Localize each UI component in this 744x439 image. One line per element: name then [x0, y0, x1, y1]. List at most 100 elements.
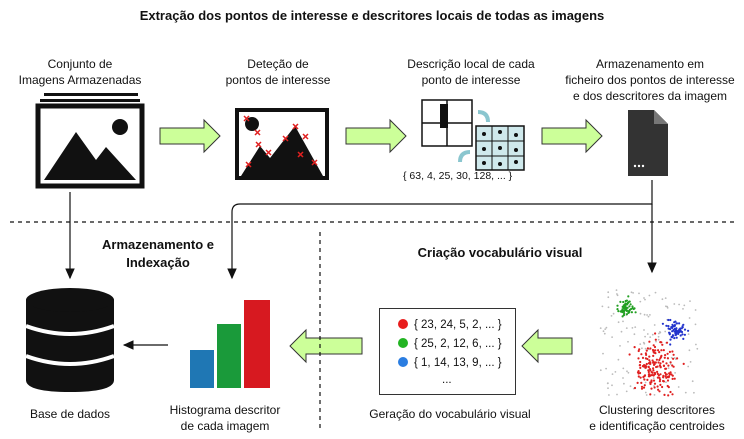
- scatter-point: [674, 372, 676, 374]
- connector-file-to-histogram: [227, 180, 653, 280]
- scatter-point: [615, 289, 618, 291]
- scatter-point: [605, 367, 607, 370]
- scatter-point: [654, 291, 657, 294]
- scatter-point: [666, 357, 670, 360]
- scatter-point: [643, 329, 645, 331]
- scatter-point: [677, 329, 680, 332]
- scatter-point: [602, 330, 605, 333]
- scatter-point: [696, 347, 699, 350]
- green-dot-icon: [398, 338, 408, 348]
- label-histogram: Histograma descritor de cada imagem: [169, 403, 281, 433]
- scatter-point: [650, 387, 653, 390]
- scatter-point: [652, 379, 656, 382]
- scatter-point: [667, 325, 670, 328]
- scatter-point: [622, 320, 624, 323]
- scatter-point: [627, 340, 629, 343]
- scatter-point: [689, 300, 691, 302]
- vocabulary-list: { 23, 24, 5, 2, ... } { 25, 2, 12, 6, ..…: [379, 308, 516, 395]
- scatter-point: [622, 367, 625, 370]
- scatter-point: [647, 365, 650, 368]
- scatter-point: [669, 343, 672, 346]
- scatter-point: [656, 365, 659, 368]
- scatter-point: [669, 363, 672, 365]
- scatter-point: [664, 354, 667, 357]
- scatter-point: [647, 370, 650, 374]
- scatter-point: [659, 383, 662, 386]
- scatter-point: [644, 391, 647, 394]
- scatter-point: [682, 308, 684, 310]
- scatter-point: [626, 306, 629, 309]
- scatter-point: [661, 360, 665, 363]
- scatter-point: [644, 298, 646, 301]
- scatter-point: [665, 305, 667, 308]
- scatter-point: [647, 375, 651, 378]
- scatter-point: [611, 384, 613, 387]
- scatter-point: [668, 331, 671, 334]
- scatter-point: [624, 304, 627, 307]
- scatter-point: [625, 309, 628, 312]
- scatter-point: [631, 305, 634, 308]
- scatter-point: [659, 362, 662, 365]
- scatter-point: [679, 329, 682, 332]
- scatter-point: [656, 370, 659, 373]
- scatter-point: [652, 367, 655, 370]
- scatter-point: [659, 373, 662, 376]
- scatter-point: [648, 368, 652, 371]
- flow-arrow-1: [159, 118, 221, 154]
- scatter-point: [683, 304, 686, 307]
- scatter-point: [657, 388, 660, 391]
- scatter-point: [673, 377, 676, 380]
- scatter-point: [623, 382, 625, 385]
- scatter-point: [630, 291, 633, 294]
- scatter-point: [643, 378, 646, 381]
- scatter-point: [672, 353, 675, 356]
- scatter-point: [664, 371, 667, 374]
- scatter-point: [661, 298, 664, 301]
- scatter-point: [693, 391, 695, 394]
- scatter-point: [657, 349, 660, 352]
- descriptor-vector: { 63, 4, 25, 30, 128, ... }: [403, 170, 513, 182]
- scatter-point: [634, 326, 637, 328]
- scatter-point: [660, 341, 663, 344]
- scatter-point: [689, 361, 692, 363]
- scatter-point: [665, 381, 667, 384]
- vocab-entry-blue: { 1, 14, 13, 9, ... }: [398, 357, 502, 369]
- scatter-point: [667, 318, 670, 322]
- scatter-point: [687, 329, 690, 332]
- scatter-point: [675, 322, 679, 325]
- scatter-point: [667, 375, 671, 378]
- scatter-point: [688, 349, 691, 352]
- scatter-point: [684, 391, 687, 394]
- vocab-ellipsis: ...: [442, 374, 452, 386]
- scatter-point: [616, 304, 619, 307]
- scatter-point: [631, 327, 634, 329]
- scatter-point: [653, 324, 656, 326]
- scatter-point: [657, 374, 661, 377]
- scatter-point: [638, 364, 641, 367]
- scatter-point: [657, 335, 660, 338]
- vocab-entry-red: { 23, 24, 5, 2, ... }: [398, 319, 502, 331]
- scatter-point: [639, 343, 642, 345]
- scatter-point: [646, 347, 650, 350]
- flow-arrow-2: [345, 118, 407, 154]
- scatter-point: [617, 358, 620, 361]
- histogram-icon: [190, 300, 270, 388]
- scatter-point: [658, 380, 662, 383]
- scatter-point: [671, 336, 674, 339]
- scatter-point: [638, 292, 640, 295]
- vocab-entry-text: { 1, 14, 13, 9, ... }: [414, 357, 502, 369]
- scatter-point: [630, 311, 634, 314]
- scatter-point: [622, 300, 625, 304]
- scatter-point: [648, 340, 651, 343]
- scatter-point: [646, 378, 649, 381]
- scatter-point: [622, 377, 624, 379]
- scatter-point: [668, 350, 672, 353]
- scatter-point: [674, 331, 677, 334]
- label-clustering: Clustering descritores e identificação c…: [589, 403, 725, 433]
- scatter-point: [640, 385, 644, 388]
- scatter-point: [671, 377, 674, 380]
- scatter-point: [677, 332, 680, 335]
- scatter-point: [669, 390, 672, 394]
- scatter-point: [649, 314, 651, 316]
